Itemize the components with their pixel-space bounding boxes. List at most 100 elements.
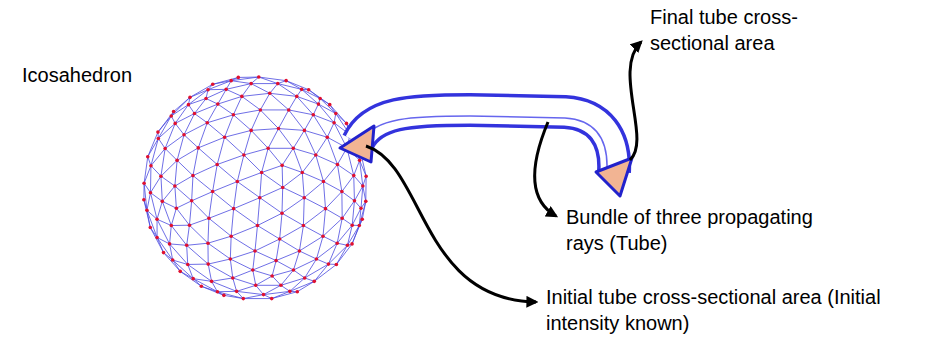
mesh-edge	[144, 157, 148, 184]
final-cross-section	[596, 158, 632, 196]
mesh-vertex	[302, 196, 306, 200]
mesh-edge	[187, 245, 209, 264]
mesh-edge	[309, 90, 330, 105]
mesh-edge	[189, 218, 208, 225]
mesh-vertex	[155, 236, 159, 240]
mesh-vertex	[170, 224, 174, 228]
mesh-edge	[193, 165, 217, 176]
mesh-edge	[208, 81, 231, 90]
mesh-vertex	[256, 224, 260, 228]
mesh-edge	[147, 210, 157, 237]
mesh-edge	[207, 243, 208, 264]
mesh-edge	[276, 261, 293, 270]
mesh-edge	[302, 89, 319, 104]
mesh-edge	[253, 251, 255, 270]
mesh-edge	[207, 104, 218, 123]
mesh-edge	[260, 110, 278, 129]
mesh-edge	[253, 270, 272, 276]
mesh-vertex	[229, 79, 233, 83]
mesh-edge	[316, 137, 327, 155]
mesh-vertex	[292, 268, 296, 272]
mesh-vertex	[315, 257, 319, 261]
mesh-edge	[303, 198, 305, 226]
mesh-vertex	[274, 259, 278, 263]
mesh-edge	[226, 89, 242, 96]
mesh-edge	[363, 186, 366, 201]
mesh-edge	[198, 148, 217, 165]
mesh-vertex	[175, 206, 179, 210]
mesh-edge	[209, 209, 234, 219]
mesh-edge	[171, 225, 189, 226]
mesh-edge	[150, 228, 163, 253]
mesh-edge	[193, 176, 213, 192]
mesh-vertex	[358, 159, 362, 163]
mesh-edge	[323, 236, 337, 243]
mesh-edge	[282, 165, 284, 187]
mesh-edge	[230, 259, 232, 278]
mesh-vertex	[350, 242, 354, 246]
mesh-edge	[326, 192, 342, 209]
mesh-edge	[231, 81, 251, 84]
mesh-vertex	[168, 242, 172, 246]
mesh-edge	[299, 251, 316, 259]
mesh-edge	[213, 192, 234, 209]
mesh-vertex	[188, 223, 192, 227]
mesh-edge	[302, 172, 323, 181]
mesh-edge	[201, 286, 224, 295]
mesh-edge	[272, 270, 293, 276]
mesh-edge	[188, 90, 208, 105]
mesh-vertex	[142, 181, 146, 185]
mesh-edge	[173, 260, 193, 279]
mesh-vertex	[276, 82, 280, 86]
mesh-edge	[212, 278, 233, 281]
annotation-text: Final tube cross-sectional area	[650, 4, 828, 56]
mesh-vertex	[142, 198, 146, 202]
mesh-edge	[148, 138, 159, 156]
mesh-vertex	[303, 129, 307, 133]
mesh-edge	[165, 148, 177, 160]
mesh-edge	[354, 160, 360, 175]
mesh-vertex	[211, 190, 215, 194]
mesh-vertex	[236, 180, 240, 184]
mesh-edge	[342, 201, 354, 218]
mesh-vertex	[312, 280, 316, 284]
leader-arrow	[535, 122, 556, 216]
mesh-edge	[268, 148, 282, 165]
mesh-vertex	[360, 217, 364, 221]
mesh-vertex	[258, 196, 262, 200]
mesh-edge	[208, 259, 230, 264]
mesh-vertex	[257, 75, 261, 79]
mesh-vertex	[224, 88, 228, 92]
mesh-edge	[217, 292, 243, 299]
mesh-edge	[225, 115, 234, 137]
mesh-vertex	[173, 184, 177, 188]
mesh-vertex	[205, 121, 209, 125]
mesh-edge	[290, 278, 305, 291]
mesh-edge	[158, 112, 174, 133]
mesh-vertex	[307, 88, 311, 92]
mesh-edge	[209, 192, 213, 219]
mesh-vertex	[196, 146, 200, 150]
mesh-edge	[213, 165, 218, 192]
mesh-vertex	[191, 174, 195, 178]
mesh-edge	[342, 176, 354, 192]
mesh-edge	[151, 166, 161, 176]
mesh-edge	[151, 138, 158, 165]
mesh-vertex	[314, 153, 318, 157]
mesh-vertex	[242, 297, 246, 301]
mesh-vertex	[364, 174, 368, 178]
mesh-edge	[255, 226, 257, 251]
mesh-vertex	[350, 223, 354, 227]
mesh-vertex	[336, 163, 340, 167]
mesh-edge	[157, 219, 158, 237]
mesh-edge	[305, 264, 329, 278]
mesh-edge	[260, 172, 262, 197]
mesh-edge	[293, 270, 304, 278]
mesh-edge	[175, 160, 177, 186]
ray-tube	[358, 110, 614, 172]
mesh-vertex	[291, 147, 295, 151]
mesh-edge	[251, 110, 260, 130]
mesh-vertex	[259, 108, 263, 112]
mesh-edge	[208, 264, 211, 281]
mesh-edge	[256, 276, 272, 285]
